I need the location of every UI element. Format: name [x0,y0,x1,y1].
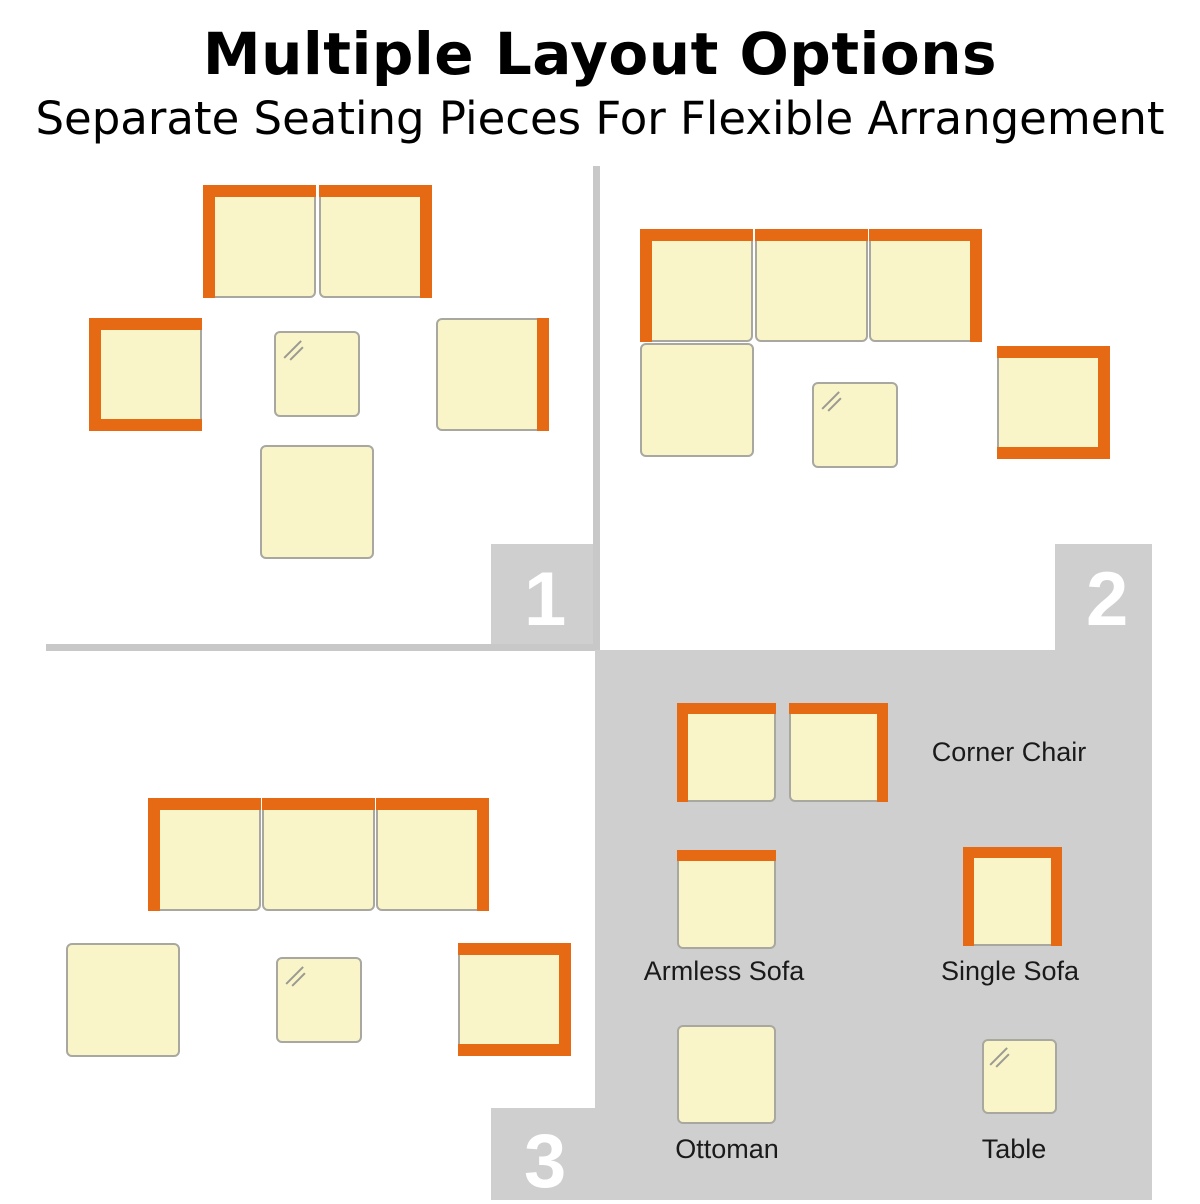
legend-armless-sofa[interactable] [677,850,776,949]
corner-chair-right[interactable] [319,185,432,298]
number-tab-3 [491,1108,595,1200]
legend-single-sofa[interactable] [963,847,1062,946]
number-tab-1 [491,544,595,650]
armless-sofa[interactable] [755,229,868,342]
glass-table[interactable] [274,331,360,417]
ottoman[interactable] [640,343,754,457]
single-sofa[interactable] [89,318,202,431]
legend-glass-table[interactable] [982,1039,1057,1114]
page-title: Multiple Layout Options [202,20,998,88]
single-sofa[interactable] [997,346,1110,459]
armless-sofa[interactable] [436,318,549,431]
legend-label-armless-sofa: Armless Sofa [643,956,805,986]
page-subtitle: Separate Seating Pieces For Flexible Arr… [35,92,1165,145]
corner-chair-right[interactable] [869,229,982,342]
layout-number-2: 2 [1086,557,1129,642]
single-sofa[interactable] [458,943,571,1056]
corner-chair-right[interactable] [376,798,489,911]
glass-table[interactable] [276,957,362,1043]
corner-chair-left[interactable] [203,185,316,298]
corner-chair-left[interactable] [148,798,261,911]
divider-vertical [593,166,600,650]
legend-ottoman[interactable] [677,1025,776,1124]
glass-table-icon [286,965,306,985]
divider-horizontal [46,644,595,651]
glass-table-icon [822,390,842,410]
glass-table-icon [284,339,304,359]
legend-label-ottoman: Ottoman [675,1134,779,1164]
layout-number-3: 3 [524,1119,567,1204]
ottoman[interactable] [260,445,374,559]
legend-corner-chair-right[interactable] [789,703,888,802]
corner-chair-left[interactable] [640,229,753,342]
glass-table[interactable] [812,382,898,468]
legend-label-corner-chair: Corner Chair [931,737,1087,767]
layout-number-1: 1 [524,557,567,642]
ottoman[interactable] [66,943,180,1057]
legend-label-single-sofa: Single Sofa [940,956,1080,986]
glass-table-icon [990,1046,1010,1066]
legend-corner-chair-left[interactable] [677,703,776,802]
legend-label-table: Table [981,1134,1047,1164]
number-tab-2 [1055,544,1152,650]
armless-sofa[interactable] [262,798,375,911]
